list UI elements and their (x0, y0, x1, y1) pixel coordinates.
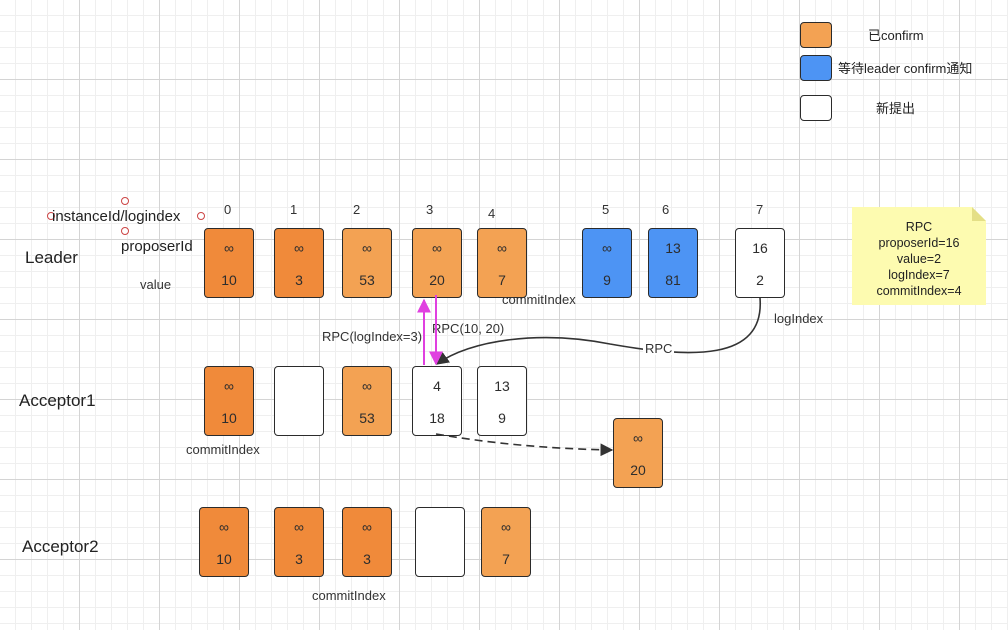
commit-index-label-leader: commitIndex (502, 292, 576, 307)
log-entry-leader-5: ∞9 (582, 228, 632, 298)
commit-dashed-connector (435, 433, 614, 457)
log-entry-leader-4: ∞7 (477, 228, 527, 298)
row-label-leader: Leader (25, 248, 78, 267)
entry-value: 10 (221, 410, 237, 426)
legend-label-confirmed: 已confirm (868, 28, 924, 43)
log-entry-leader-3: ∞ 20 (412, 228, 462, 298)
log-entry-acceptor2-4: ∞7 (481, 507, 531, 577)
entry-proposer: ∞ (219, 519, 229, 535)
index-label: 0 (224, 202, 232, 217)
note-line: RPC (905, 220, 933, 234)
log-entry-acceptor2-3 (415, 507, 465, 577)
row-label-acceptor2: Acceptor2 (22, 537, 99, 556)
entry-value: 9 (603, 272, 611, 288)
legend-swatch-waiting (800, 55, 832, 81)
log-entry-acceptor2-0: ∞ 10 (199, 507, 249, 577)
entry-proposer: ∞ (224, 378, 234, 394)
commit-index-label-acceptor1: commitIndex (186, 442, 260, 457)
entry-value: 53 (359, 272, 375, 288)
entry-value: 7 (502, 551, 510, 567)
entry-proposer: ∞ (224, 240, 234, 256)
entry-value: 3 (295, 551, 303, 567)
entry-proposer: ∞ (362, 378, 372, 394)
rpc-label: RPC (643, 341, 675, 356)
selection-handle-2 (47, 212, 55, 220)
log-entry-acceptor1-1 (274, 366, 324, 436)
entry-proposer: ∞ (294, 519, 304, 535)
entry-value: 81 (665, 272, 681, 288)
log-index-label: logIndex (774, 311, 824, 326)
entry-proposer: 16 (752, 240, 768, 256)
log-entry-acceptor1-4: 13 9 (477, 366, 527, 436)
rpc-note-text: RPC proposerId=16 value=2 logIndex=7 com… (852, 219, 986, 299)
selection-handle-3 (197, 212, 205, 220)
entry-value: 20 (429, 272, 445, 288)
index-label: 3 (426, 202, 434, 217)
index-label: 6 (662, 202, 670, 217)
log-entry-leader-7: 16 2 (735, 228, 785, 298)
entry-value: 2 (756, 272, 764, 288)
entry-value: 3 (363, 551, 371, 567)
entry-value: 10 (221, 272, 237, 288)
entry-proposer: ∞ (362, 240, 372, 256)
note-line: commitIndex=4 (876, 284, 962, 298)
log-entry-acceptor1-3: 4 18 (412, 366, 462, 436)
entry-value: 18 (429, 410, 445, 426)
selection-handle-1 (121, 197, 129, 205)
rpc-values-label: RPC(10, 20) (432, 321, 505, 336)
entry-value: 9 (498, 410, 506, 426)
note-line: proposerId=16 (878, 236, 960, 250)
legend-label-new: 新提出 (876, 101, 916, 116)
entry-proposer: ∞ (362, 519, 372, 535)
note-line: value=2 (896, 252, 942, 266)
entry-value: 7 (498, 272, 506, 288)
log-entry-acceptor1-2: ∞ 53 (342, 366, 392, 436)
legend-swatch-confirmed (800, 22, 832, 48)
log-entry-leader-2: ∞ 53 (342, 228, 392, 298)
commit-index-label-acceptor2: commitIndex (312, 588, 386, 603)
log-entry-acceptor1-0: ∞ 10 (204, 366, 254, 436)
entry-value: 3 (295, 272, 303, 288)
legend-label-waiting: 等待leader confirm通知 (838, 61, 973, 76)
log-entry-acceptor1-result: ∞ 20 (613, 418, 663, 488)
index-label: 4 (488, 206, 496, 221)
selection-handle-4 (121, 227, 129, 235)
index-label: 1 (290, 202, 298, 217)
log-entry-leader-6: 13 81 (648, 228, 698, 298)
index-label: 7 (756, 202, 764, 217)
rpc-log-index-label: RPC(logIndex=3) (322, 329, 423, 344)
log-entry-leader-1: ∞3 (274, 228, 324, 298)
log-entry-acceptor2-2: ∞3 (342, 507, 392, 577)
note-line: logIndex=7 (888, 268, 950, 282)
log-entry-leader-0: ∞ 10 (204, 228, 254, 298)
entry-proposer: ∞ (602, 240, 612, 256)
entry-proposer: ∞ (501, 519, 511, 535)
field-label-instance: instanceId/logindex (52, 208, 181, 225)
entry-proposer: 13 (494, 378, 510, 394)
entry-proposer: ∞ (633, 430, 643, 446)
entry-proposer: ∞ (497, 240, 507, 256)
entry-value: 10 (216, 551, 232, 567)
legend-swatch-new (800, 95, 832, 121)
index-label: 2 (353, 202, 361, 217)
entry-proposer: 13 (665, 240, 681, 256)
entry-proposer: 4 (433, 378, 441, 394)
field-label-value: value (140, 277, 172, 292)
entry-proposer: ∞ (432, 240, 442, 256)
index-label: 5 (602, 202, 610, 217)
entry-value: 20 (630, 462, 646, 478)
log-entry-acceptor2-1: ∞3 (274, 507, 324, 577)
entry-value: 53 (359, 410, 375, 426)
entry-proposer: ∞ (294, 240, 304, 256)
rpc-sticky-note (852, 207, 986, 305)
row-label-acceptor1: Acceptor1 (19, 391, 96, 410)
field-label-proposer: proposerId (121, 238, 193, 255)
